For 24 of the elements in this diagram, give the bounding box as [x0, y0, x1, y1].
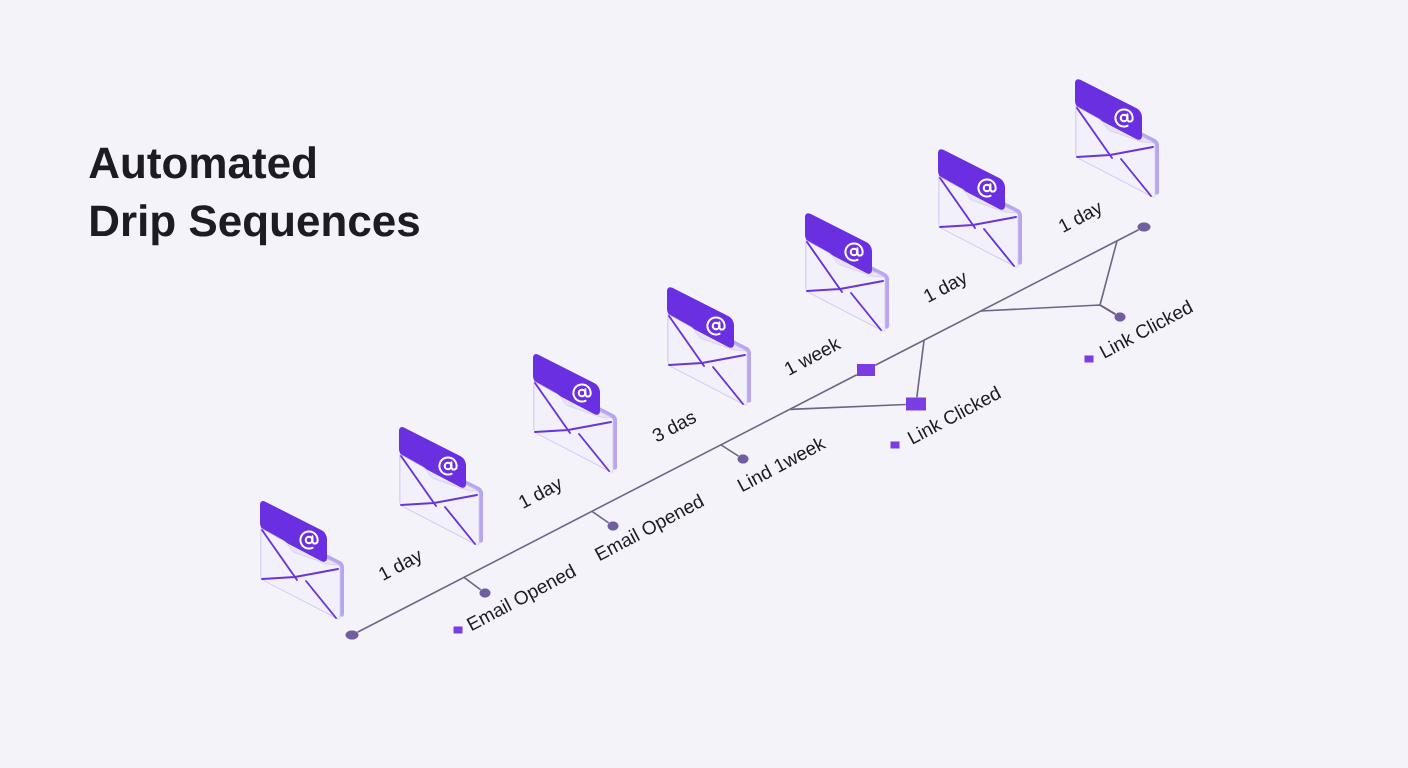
interval-label: 1 day [379, 550, 421, 581]
timeline [356, 373, 858, 633]
envelope-icon [667, 287, 751, 406]
interval-label: 1 week [785, 338, 842, 376]
branch-line [789, 403, 907, 411]
interval-label: 1 day [924, 272, 966, 303]
envelope-icon [533, 354, 617, 473]
envelope-icon [1075, 79, 1159, 198]
branch-line [916, 339, 925, 399]
envelope-icon [399, 427, 483, 546]
square-marker [906, 397, 926, 411]
square-marker [857, 364, 875, 376]
envelope-icon [938, 149, 1022, 268]
interval-label: 3 das [652, 413, 697, 442]
timeline [874, 229, 1140, 367]
branch-line [463, 576, 482, 591]
title: Automated Drip Sequences [89, 146, 419, 246]
branch-line [1099, 240, 1118, 316]
interval-label: 1 day [1059, 202, 1101, 233]
envelope-icon [805, 213, 889, 332]
branch-line [720, 444, 740, 457]
interval-label: 1 day [519, 478, 561, 509]
envelope-icon [260, 501, 344, 620]
branch-line [591, 510, 610, 524]
